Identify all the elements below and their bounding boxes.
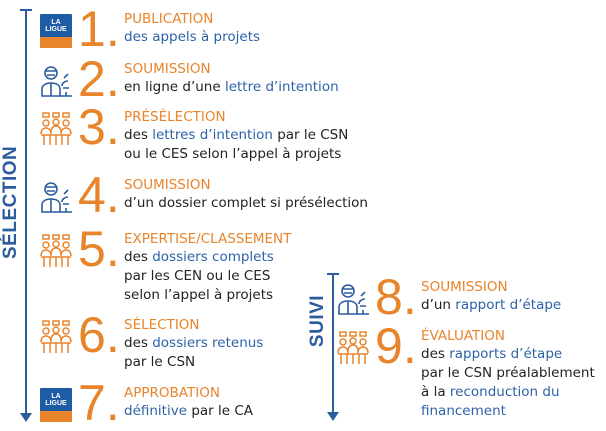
step-description-line: des dossiers complets: [124, 248, 424, 267]
step-description-line: des appels à projets: [124, 28, 424, 47]
description-text: ou le CES selon l’appel à projets: [124, 146, 342, 162]
highlighted-text: rapport d’étape: [455, 297, 562, 313]
step-number: 8.: [375, 269, 417, 325]
la-ligue-logo: LA LIGUE: [40, 14, 72, 48]
step-description-line: des rapports d’étape: [421, 345, 606, 364]
step-title: SOUMISSION: [124, 177, 211, 193]
step-number: 1.: [78, 1, 120, 57]
step-description-line: des lettres d’intention par le CSN: [124, 126, 424, 145]
step-title: SÉLECTION: [124, 317, 200, 333]
phase-label-selection: SÉLECTION: [0, 145, 21, 259]
step-title: SOUMISSION: [124, 61, 211, 77]
step-title: SOUMISSION: [421, 279, 508, 295]
description-text: en ligne d’une: [124, 79, 225, 95]
step-number: 2.: [78, 51, 120, 107]
description-text: par le CSN: [124, 354, 196, 370]
step-description-line: par les CEN ou le CES: [124, 267, 424, 286]
researcher-microscope-icon: [40, 64, 72, 98]
highlighted-text: dossiers complets: [152, 249, 274, 265]
step-description-line: définitive par le CA: [124, 402, 424, 421]
description-text: selon l’appel à projets: [124, 287, 274, 303]
committee-meeting-icon: [40, 112, 72, 146]
committee-meeting-icon: [337, 331, 369, 365]
highlighted-text: lettre d’intention: [224, 79, 339, 95]
suivi-timeline-arrow: [327, 273, 339, 421]
step-description-line: à la reconduction du: [421, 383, 606, 402]
step-description-line: ou le CES selon l’appel à projets: [124, 145, 424, 164]
description-text: par le CSN: [272, 127, 349, 143]
selection-timeline-arrow: [20, 9, 32, 422]
step-number: 9.: [375, 318, 417, 374]
step-title: PRÉSÉLECTION: [124, 109, 226, 125]
description-text: d’un dossier complet si présélection: [124, 195, 368, 211]
highlighted-text: des appels à projets: [124, 29, 261, 45]
description-text: des: [124, 335, 153, 351]
researcher-microscope-icon: [40, 180, 72, 214]
step-title: EXPERTISE/CLASSEMENT: [124, 231, 292, 247]
step-number: 5.: [78, 221, 120, 277]
step-description-line: par le CSN préalablement: [421, 364, 606, 383]
committee-meeting-icon: [40, 320, 72, 354]
highlighted-text: rapports d’étape: [449, 346, 563, 362]
description-text: des: [124, 127, 153, 143]
description-text: des: [421, 346, 450, 362]
highlighted-text: dossiers retenus: [152, 335, 264, 351]
highlighted-text: définitive: [124, 403, 188, 419]
highlighted-text: reconduction du: [449, 384, 560, 400]
step-number: 4.: [78, 167, 120, 223]
description-text: par le CSN préalablement: [421, 365, 595, 381]
step-number: 3.: [78, 99, 120, 155]
highlighted-text: lettres d’intention: [152, 127, 273, 143]
highlighted-text: financement: [421, 403, 506, 419]
step-number: 6.: [78, 307, 120, 363]
step-description-line: d’un dossier complet si présélection: [124, 194, 424, 213]
description-text: par les CEN ou le CES: [124, 268, 271, 284]
step-description-line: d’un rapport d’étape: [421, 296, 606, 315]
step-title: ÉVALUATION: [421, 328, 506, 344]
step-description-line: par le CSN: [124, 353, 424, 372]
committee-meeting-icon: [40, 234, 72, 268]
description-text: d’un: [421, 297, 456, 313]
step-description-line: en ligne d’une lettre d’intention: [124, 78, 424, 97]
step-description-line: selon l’appel à projets: [124, 286, 424, 305]
description-text: à la: [421, 384, 450, 400]
step-number: 7.: [78, 375, 120, 431]
description-text: des: [124, 249, 153, 265]
researcher-microscope-icon: [337, 282, 369, 316]
step-description-line: des dossiers retenus: [124, 334, 424, 353]
step-title: APPROBATION: [124, 385, 220, 401]
la-ligue-logo: LA LIGUE: [40, 388, 72, 422]
step-description-line: financement: [421, 402, 606, 421]
step-title: PUBLICATION: [124, 11, 214, 27]
description-text: par le CA: [187, 403, 254, 419]
